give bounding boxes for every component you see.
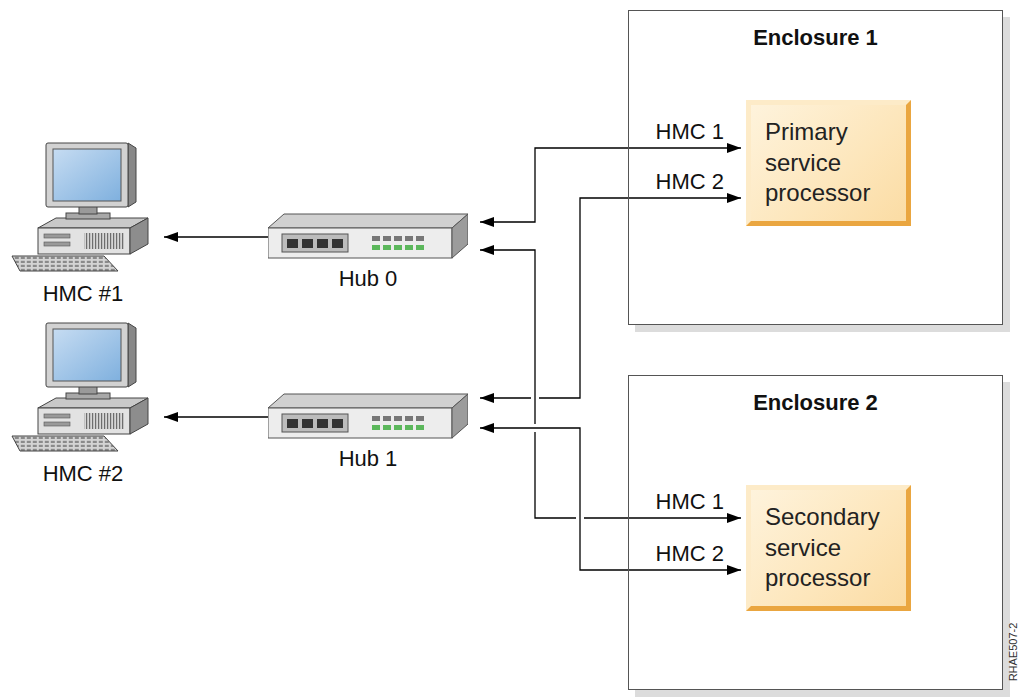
computer-icon bbox=[8, 320, 158, 455]
connector-arrow bbox=[164, 416, 268, 417]
device-label: Hub 0 bbox=[268, 266, 468, 292]
port-label: HMC 2 bbox=[654, 541, 726, 566]
service-processor-box: Secondary service processor bbox=[746, 485, 911, 611]
hub-icon bbox=[268, 392, 468, 440]
network-hub: Hub 1 bbox=[268, 392, 468, 472]
processor-label: Primary service processor bbox=[765, 117, 894, 209]
connector-gap bbox=[480, 428, 741, 570]
connector-group bbox=[480, 250, 741, 518]
enclosure-title: Enclosure 1 bbox=[629, 11, 1002, 51]
connector-arrow bbox=[480, 148, 741, 222]
connector-gap bbox=[480, 250, 741, 518]
figure-id: RHAE507-2 bbox=[1007, 623, 1019, 682]
connector-group bbox=[480, 198, 741, 398]
enclosure-box: Enclosure 1 Primary service processor bbox=[628, 10, 1003, 325]
connector-arrow bbox=[480, 428, 741, 570]
connector-group bbox=[164, 417, 268, 418]
port-label: HMC 2 bbox=[654, 169, 726, 194]
connector-arrow bbox=[480, 250, 741, 518]
port-label: HMC 1 bbox=[654, 119, 726, 144]
enclosure-title: Enclosure 2 bbox=[629, 376, 1002, 416]
device-label: HMC #1 bbox=[8, 281, 158, 307]
device-label: HMC #2 bbox=[8, 461, 158, 487]
connector-arrow bbox=[480, 198, 741, 398]
connector-group bbox=[164, 237, 268, 238]
network-hub: Hub 0 bbox=[268, 212, 468, 292]
connector-gap bbox=[480, 148, 741, 222]
enclosure-box: Enclosure 2 Secondary service processor bbox=[628, 375, 1003, 690]
connector-group bbox=[480, 428, 741, 570]
connector-gap bbox=[164, 233, 268, 241]
connector-group bbox=[480, 148, 741, 222]
connector-gap bbox=[164, 413, 268, 421]
device-label: Hub 1 bbox=[268, 446, 468, 472]
service-processor-box: Primary service processor bbox=[746, 100, 911, 226]
processor-label: Secondary service processor bbox=[765, 502, 894, 594]
port-label: HMC 1 bbox=[654, 489, 726, 514]
connector-gap bbox=[480, 198, 741, 398]
hub-icon bbox=[268, 212, 468, 260]
hmc-computer: HMC #2 bbox=[8, 320, 158, 487]
connector-arrow bbox=[164, 236, 268, 237]
computer-icon bbox=[8, 140, 158, 275]
hmc-computer: HMC #1 bbox=[8, 140, 158, 307]
